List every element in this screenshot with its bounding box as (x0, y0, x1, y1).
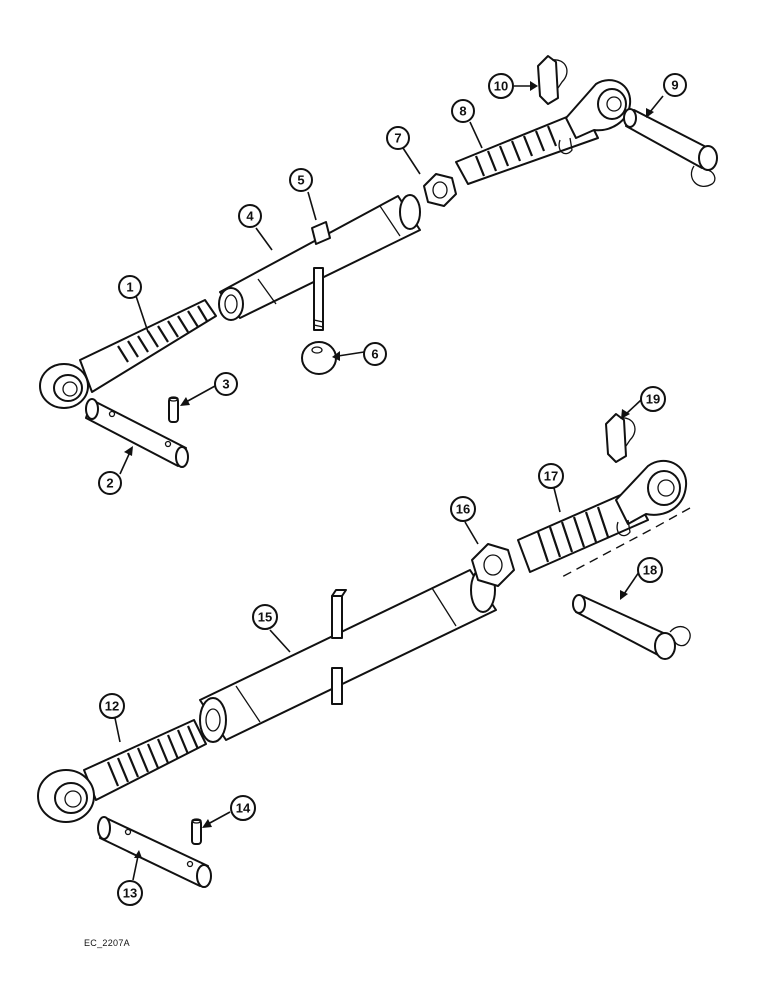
part-1-threaded-eye-end (39, 299, 217, 409)
callout-7: 7 (386, 126, 410, 150)
part-8-threaded-eye-end (455, 79, 632, 185)
callout-balloons: 1 2 3 4 5 6 7 8 9 10 12 13 14 15 16 17 1… (98, 73, 687, 906)
callout-18: 18 (637, 557, 663, 583)
callout-15: 15 (252, 604, 278, 630)
callout-16: 16 (450, 496, 476, 522)
part-7-hex-nut (423, 173, 457, 207)
part-6-handle-knob (301, 267, 337, 375)
lower-link-assembly (37, 413, 691, 888)
callout-13: 13 (117, 880, 143, 906)
part-2-pin (85, 398, 189, 468)
callout-1: 1 (118, 275, 142, 299)
svg-text:14: 14 (236, 801, 251, 816)
callout-4: 4 (238, 204, 262, 228)
svg-text:18: 18 (643, 563, 657, 578)
part-4-tube-body (218, 194, 421, 321)
callout-12: 12 (99, 693, 125, 719)
part-5-key (311, 221, 331, 245)
svg-text:19: 19 (646, 392, 660, 407)
callout-6: 6 (363, 342, 387, 366)
svg-text:3: 3 (222, 377, 229, 392)
callout-14: 14 (230, 795, 256, 821)
svg-text:1: 1 (126, 280, 133, 295)
svg-text:7: 7 (394, 131, 401, 146)
part-16-hex-nut (471, 543, 515, 587)
part-19-lynch-pin (605, 413, 636, 463)
callout-3: 3 (214, 372, 238, 396)
figure-code: EC_2207A (84, 938, 130, 948)
svg-text:15: 15 (258, 610, 272, 625)
part-12-threaded-eye-end (37, 719, 207, 823)
callout-17: 17 (538, 463, 564, 489)
svg-text:12: 12 (105, 699, 119, 714)
part-10-lynch-pin (537, 55, 568, 105)
callout-10: 10 (488, 73, 514, 99)
svg-text:2: 2 (106, 476, 113, 491)
part-13-pin (97, 816, 212, 888)
part-17-threaded-eye-end (517, 459, 688, 573)
callout-19: 19 (640, 386, 666, 412)
part-15-tube-body (199, 567, 497, 743)
alignment-dashed-line (559, 507, 691, 579)
part-14-roll-pin (191, 818, 202, 845)
part-18-clevis-pin (572, 594, 691, 660)
part-3-roll-pin (168, 396, 179, 423)
callout-8: 8 (451, 99, 475, 123)
svg-text:10: 10 (494, 79, 508, 94)
svg-text:13: 13 (123, 886, 137, 901)
svg-text:6: 6 (371, 347, 378, 362)
svg-text:5: 5 (297, 173, 304, 188)
callout-5: 5 (289, 168, 313, 192)
callout-2: 2 (98, 471, 122, 495)
svg-text:4: 4 (246, 209, 254, 224)
leader-lines (114, 81, 664, 881)
svg-text:16: 16 (456, 502, 470, 517)
svg-text:8: 8 (459, 104, 466, 119)
callout-9: 9 (663, 73, 687, 97)
part-9-clevis-pin (623, 108, 718, 187)
upper-link-assembly (39, 55, 718, 468)
svg-text:9: 9 (671, 78, 678, 93)
svg-text:17: 17 (544, 469, 558, 484)
